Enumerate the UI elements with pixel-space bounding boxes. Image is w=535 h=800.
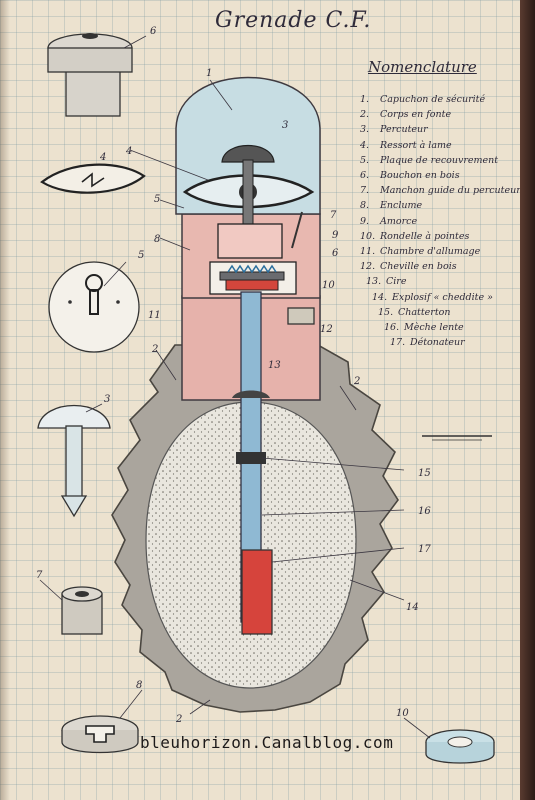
nomenclature-label: Percuteur: [380, 124, 428, 136]
callout-14: 14: [406, 602, 419, 613]
part-5-plate: [48, 261, 140, 353]
callout-7: 7: [330, 210, 337, 221]
callout-9: 9: [332, 230, 339, 241]
callout-10-part: 10: [396, 708, 409, 719]
nomenclature-number: 17.: [390, 337, 406, 349]
striker: [221, 144, 275, 163]
nomenclature-item: 13. Cire: [366, 276, 406, 287]
nomenclature-item: 11. Chambre d'allumage: [360, 246, 480, 257]
page-shadow: [0, 0, 10, 800]
detonator: [241, 549, 273, 635]
notebook-page: Grenade C.F. Nomenclature 1. Capuchon de …: [0, 0, 521, 800]
nomenclature-label: Bouchon en bois: [380, 170, 460, 181]
callout-8-part: 8: [136, 680, 142, 691]
callout-3: 3: [282, 120, 288, 131]
nomenclature-item: 16. Mèche lente: [384, 322, 464, 333]
callout-15: 15: [418, 468, 431, 479]
callout-1: 1: [206, 68, 212, 79]
nomenclature-item: 12. Cheville en bois: [360, 261, 457, 272]
nomenclature-label: Cire: [386, 276, 407, 288]
part-8-anvil: [61, 715, 139, 754]
callout-2c: 2: [175, 714, 182, 725]
callout-16: 16: [418, 506, 431, 517]
nomenclature-number: 13.: [366, 276, 382, 288]
nomenclature-label: Explosif « cheddite »: [392, 291, 493, 303]
nomenclature-number: 10.: [360, 230, 376, 242]
page-title: Grenade C.F.: [215, 8, 372, 33]
callout-6: 6: [332, 248, 339, 259]
nomenclature-item: 4. Ressort à lame: [360, 140, 452, 151]
part-3-striker: [37, 404, 111, 518]
part-10-washer: [425, 729, 495, 764]
part-6-plug: [47, 33, 133, 117]
callout-10: 10: [322, 280, 335, 291]
callout-2b: 2: [353, 376, 360, 387]
nomenclature-number: 1.: [360, 94, 370, 105]
callout-4: 4: [125, 146, 132, 157]
callout-4-part: 4: [99, 152, 106, 163]
nomenclature-label: Plaque de recouvrement: [380, 154, 499, 166]
callout-7-part: 7: [36, 570, 43, 581]
nomenclature-number: 6.: [360, 170, 370, 181]
nomenclature-item: 15. Chatterton: [378, 307, 451, 318]
callout-13: 13: [268, 360, 281, 371]
watermark: bleuhorizon.Canalblog.com: [140, 733, 394, 752]
wooden-peg: [287, 307, 315, 325]
nomenclature-label: Corps en fonte: [380, 109, 452, 121]
nomenclature-number: 4.: [360, 139, 370, 151]
part-4-spring: [40, 163, 146, 194]
nomenclature-number: 5.: [360, 154, 370, 166]
callout-2a: 2: [151, 344, 158, 355]
callout-5-part: 5: [138, 250, 144, 261]
callout-6-part: 6: [150, 26, 157, 37]
nomenclature-item: 5. Plaque de recouvrement: [360, 155, 498, 166]
nomenclature-label: Chatterton: [398, 306, 451, 318]
nomenclature-item: 6. Bouchon en bois: [360, 170, 460, 181]
nomenclature-label: Détonateur: [410, 337, 465, 349]
nomenclature-item: 8. Enclume: [360, 200, 422, 211]
callout-12: 12: [320, 324, 333, 335]
part-7-sleeve: [61, 586, 103, 635]
nomenclature-label: Amorce: [380, 215, 418, 227]
nomenclature-number: 14.: [372, 291, 388, 303]
nomenclature-number: 12.: [360, 261, 376, 273]
nomenclature-number: 7.: [360, 185, 370, 197]
nomenclature-item: 2. Corps en fonte: [360, 109, 451, 120]
nomenclature-number: 2.: [360, 109, 370, 121]
nomenclature-label: Enclume: [380, 200, 423, 212]
grenade-diagram: 1 3 4 5 8 7 9 6 10 11 12 13 2 2 15 16 17…: [36, 26, 495, 764]
nomenclature-label: Mèche lente: [404, 322, 464, 333]
nomenclature-item: 9. Amorce: [360, 216, 417, 227]
nomenclature-label: Capuchon de sécurité: [380, 94, 486, 105]
callout-11: 11: [148, 310, 161, 321]
callout-17: 17: [418, 544, 431, 555]
striker-guide: [217, 223, 283, 259]
callout-5: 5: [154, 194, 160, 205]
nomenclature-label: Chambre d'allumage: [380, 246, 481, 257]
nomenclature-item: 17. Détonateur: [390, 337, 465, 348]
nomenclature-label: Ressort à lame: [380, 139, 452, 151]
nomenclature-number: 9.: [360, 215, 370, 227]
nomenclature-item: 10. Rondelle à pointes: [360, 231, 469, 242]
nomenclature-item: 14. Explosif « cheddite »: [372, 292, 493, 303]
nomenclature-number: 15.: [378, 306, 394, 318]
nomenclature-item: 3. Percuteur: [360, 124, 428, 135]
callout-8: 8: [154, 234, 160, 245]
nomenclature-number: 3.: [360, 124, 370, 136]
nomenclature-item: 7. Manchon guide du percuteur: [360, 185, 521, 196]
nomenclature-label: Manchon guide du percuteur: [380, 185, 521, 197]
callout-3-part: 3: [104, 394, 110, 405]
nomenclature-item: 1. Capuchon de sécurité: [360, 94, 485, 105]
notebook-edge: [520, 0, 535, 800]
nomenclature-number: 11.: [360, 246, 376, 257]
nomenclature-label: Cheville en bois: [380, 261, 457, 273]
nomenclature-heading: Nomenclature: [368, 58, 477, 76]
nomenclature-number: 16.: [384, 322, 400, 333]
nomenclature-number: 8.: [360, 200, 370, 212]
nomenclature-label: Rondelle à pointes: [380, 230, 470, 242]
